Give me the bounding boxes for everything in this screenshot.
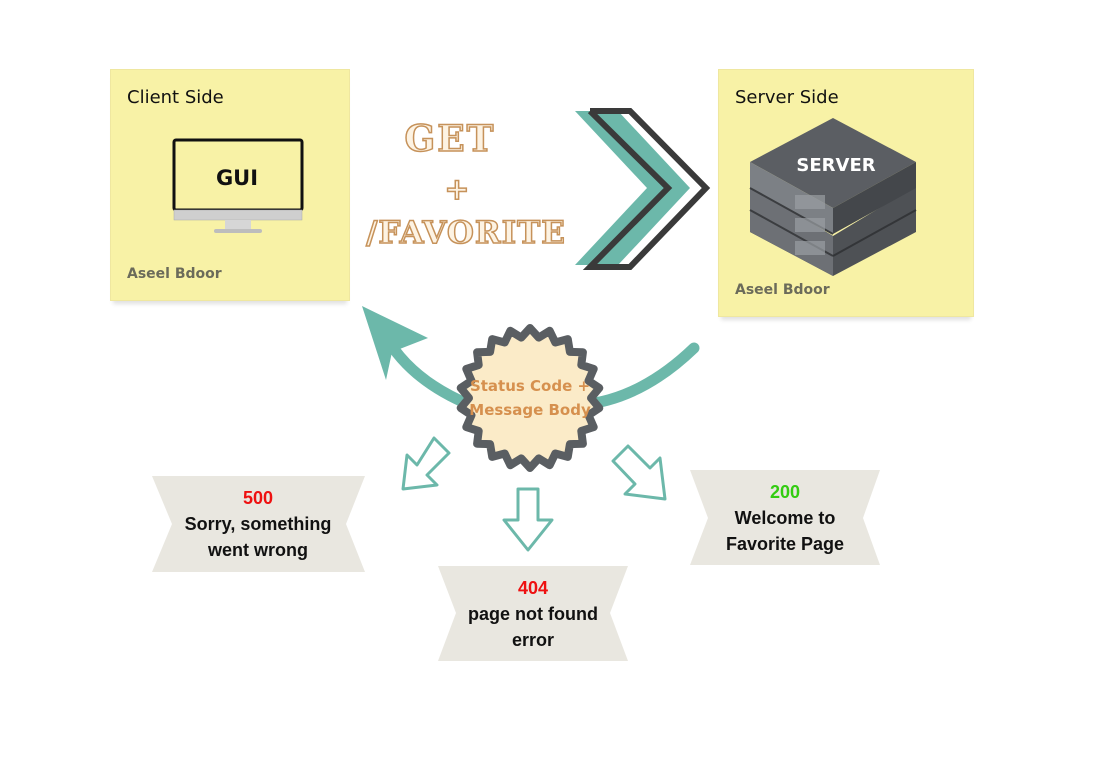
request-plus-label: + <box>444 171 472 208</box>
ok-200-line-1: Welcome to <box>734 508 836 528</box>
error-500-line-2: went wrong <box>208 540 308 560</box>
request-method-label: GET <box>404 117 496 161</box>
client-side-title: Client Side <box>127 87 224 108</box>
client-author-label: Aseel Bdoor <box>127 266 222 282</box>
error-404-text: 404 page not found error <box>448 575 618 653</box>
ok-200-ribbon <box>690 470 880 565</box>
server-rack-icon <box>749 118 917 276</box>
chevron-right-icon <box>575 108 711 270</box>
ok-200-code: 200 <box>769 482 801 502</box>
error-404-line-1: page not found <box>468 604 598 624</box>
error-500-line-1: Sorry, something <box>184 514 332 534</box>
status-badge-text: Status Code + Message Body <box>460 374 600 422</box>
ok-200-text: 200 Welcome to Favorite Page <box>700 479 870 557</box>
server-side-title: Server Side <box>735 87 839 108</box>
error-404-line-2: error <box>511 630 555 650</box>
error-500-code: 500 <box>242 488 274 508</box>
request-path-label: /FAVORITE <box>365 214 566 252</box>
server-label: SERVER <box>796 155 875 176</box>
client-side-note: Client Side Aseel Bdoor <box>110 69 350 301</box>
gui-label: GUI <box>216 166 258 190</box>
error-500-text: 500 Sorry, something went wrong <box>160 485 356 563</box>
badge-line-1: Status Code + <box>469 377 591 395</box>
arrow-down-right-icon <box>611 444 667 501</box>
badge-line-2: Message Body <box>469 401 591 419</box>
ok-200-line-2: Favorite Page <box>725 534 845 554</box>
error-404-ribbon <box>438 566 628 661</box>
arrow-down-icon <box>502 487 554 552</box>
status-badge <box>456 324 604 472</box>
error-500-ribbon <box>152 476 365 572</box>
arrow-down-left-icon <box>401 436 451 491</box>
monitor-icon <box>172 138 304 233</box>
server-author-label: Aseel Bdoor <box>735 282 830 298</box>
error-404-code: 404 <box>517 578 549 598</box>
